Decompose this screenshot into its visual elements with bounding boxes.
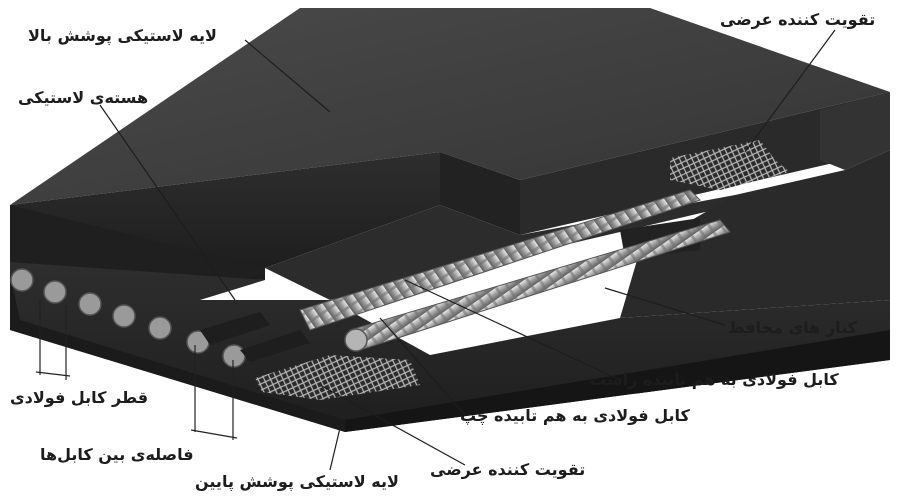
label-transverse-bottom: تقویت کننده عرضی: [430, 460, 586, 479]
label-edge-guards: کنار های محافظ: [728, 318, 858, 337]
bottom-cover-layer: [10, 262, 890, 432]
label-cable-diameter: قطر کابل فولادی: [10, 388, 149, 407]
cable-grooves: [200, 312, 310, 362]
label-top-cover: لایه لاستیکی پوشش بالا: [28, 26, 217, 45]
label-cable-spacing: فاصله‌ی بین کابل‌ها: [40, 445, 194, 464]
label-bottom-cover: لایه لاستیکی پوشش پایین: [195, 472, 399, 491]
steel-cable-left-lay: [344, 219, 731, 352]
top-transverse-mesh: [670, 140, 790, 190]
label-transverse-top: تقویت کننده عرضی: [720, 10, 876, 29]
bottom-transverse-mesh: [255, 355, 420, 400]
dimension-lines: [35, 300, 238, 440]
top-cover-front: [10, 152, 440, 280]
label-cable-left-lay: کابل فولادی به هم تابیده چپ: [460, 406, 690, 425]
leader-lines: [99, 29, 836, 471]
label-cable-right-lay: کابل فولادی به هم تابیده راست: [590, 370, 839, 389]
label-rubber-core: هسته‌ی لاستیکی: [18, 88, 149, 107]
steel-cable-right-lay: [299, 189, 701, 331]
